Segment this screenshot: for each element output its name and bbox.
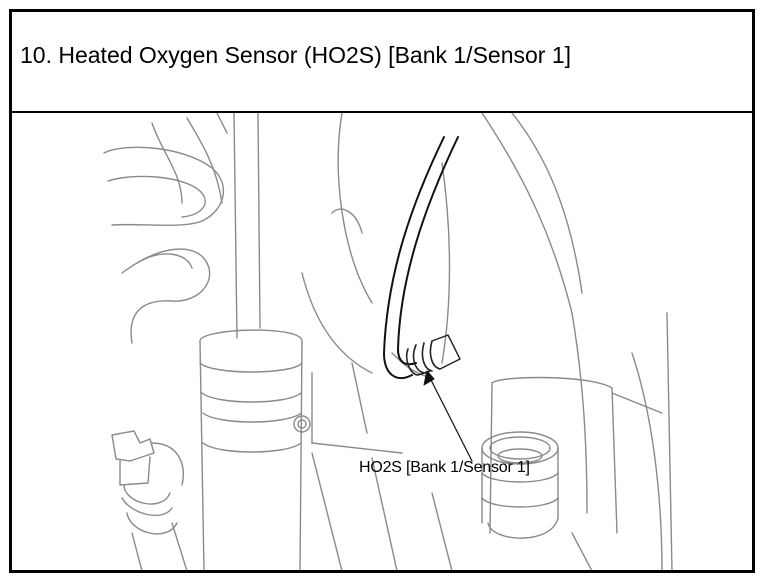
figure-header: 10. Heated Oxygen Sensor (HO2S) [Bank 1/… <box>12 12 752 113</box>
sensor-callout-label: HO2S [Bank 1/Sensor 1] <box>359 459 530 476</box>
engine-illustration <box>103 113 673 570</box>
engine-line-drawing: HO2S [Bank 1/Sensor 1] <box>12 113 752 570</box>
figure-frame: 10. Heated Oxygen Sensor (HO2S) [Bank 1/… <box>9 9 755 573</box>
page-title: 10. Heated Oxygen Sensor (HO2S) [Bank 1/… <box>20 42 572 68</box>
